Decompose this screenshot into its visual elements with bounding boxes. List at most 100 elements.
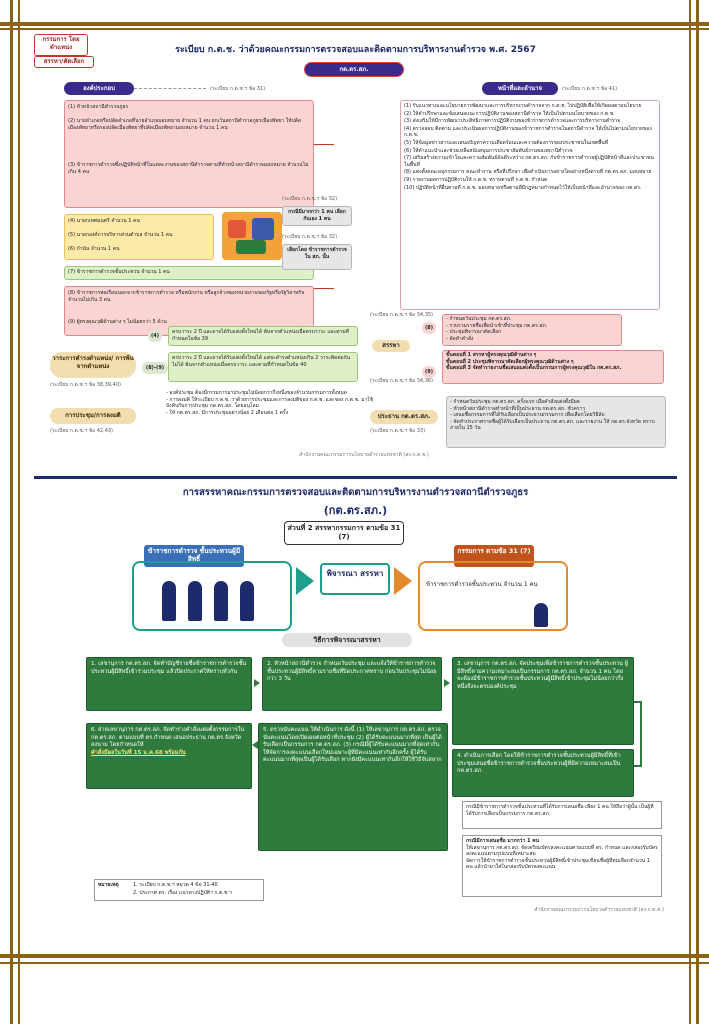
step-3: 3. เลขานุการ กต.ตร.สภ. จัดประชุมเพื่อข้า… (452, 657, 634, 745)
member-6: (6) กำนัน จำนวน 1 คน (68, 246, 120, 252)
duties-list: (1) รับแนวทางและนโยบายการพัฒนาและการบริห… (404, 103, 658, 191)
recruit-label: สรรหา (372, 340, 410, 352)
frame-line (0, 22, 709, 26)
bottom-title-2: (กต.ตร.สภ.) (323, 504, 388, 517)
left-ref: (ระเบียบ ก.ต.ช.ฯ ข้อ 31) (210, 86, 266, 92)
remarks-box: หมายเหตุ 1. ระเบียบ ก.ต.ช.ฯ หมวด 4 ข้อ 3… (94, 879, 264, 901)
chair-line: - จัดทำประกาศรายชื่อผู้ได้รับเลือกเป็นปร… (450, 418, 655, 432)
connector (314, 288, 334, 289)
duty-item: (10) ปฏิบัติหน้าที่อื่นตามที่ ก.ต.ช. มอบ… (404, 184, 642, 191)
step-2: 2. หัวหน้าสถานีตำรวจ กำหนดวันประชุม และแ… (262, 657, 442, 711)
member-4: (4) นายกเทศมนตรี จำนวน 1 คน (68, 218, 140, 224)
note-b-line: จัดการให้ข้าราชการตำรวจชั้นประทวนผู้มีสิ… (466, 857, 650, 871)
remark-label: หมายเหตุ (98, 882, 119, 888)
frame-line (689, 0, 691, 1024)
term-ref: (ระเบียบ ก.ต.ช.ฯ ข้อ 38,39,40) (50, 382, 121, 388)
duty-item: (7) เสริมสร้างความเข้าใจและความสัมพันธ์อ… (404, 155, 654, 168)
committee-label: กรรมการ โดยตำแหน่ง (34, 34, 88, 56)
chair-line: - กำหนดวันประชุม กต.ตร.สภ. ครั้งแรก เมื่… (450, 399, 580, 405)
recruit-ref-2: (ระเบียบ ก.ต.ช.ฯ ข้อ 34,36) (370, 378, 434, 384)
term-a-tag: (4) (148, 330, 162, 342)
bottom-footer: สำนักงานคณะกรรมการนโยบายตำรวจแห่งชาติ (ส… (534, 907, 664, 913)
recruit-9-box: ขั้นตอนที่ 1 สรรหาผู้ทรงคุณวุฒิด้านต่าง … (442, 350, 664, 384)
members-group-b (64, 214, 214, 260)
chair-box: - กำหนดวันประชุม กต.ตร.สภ. ครั้งแรก เมื่… (446, 396, 666, 448)
recruit-8-line: - จัดทำคำสั่ง (446, 335, 474, 342)
duties-box (400, 100, 660, 310)
note-b: กรณีมีการเสนอชื่อ มากกว่า 1 คน ให้เลขานุ… (462, 835, 662, 897)
meeting-line: - องค์ประชุม ต้องมีกรรมการมาประชุมไม่น้อ… (166, 390, 348, 396)
police-officers-icon (154, 575, 264, 623)
meeting-line: - การลงมติ ให้ระเบียบ ก.ต.ช. ว่าด้วยการป… (166, 396, 374, 410)
top-footer: สำนักงานคณะกรรมการนโยบายตำรวจแห่งชาติ (ส… (299, 452, 429, 458)
arrow-left-icon (252, 741, 258, 749)
duty-item: (3) ส่งเสริมให้มีการพัฒนาประสิทธิภาพการป… (404, 118, 621, 125)
remark-line: 2. ประกาศ ตร. เรื่อง แนวทางปฏิบัติฯ ก.ต.… (133, 890, 232, 896)
right-tag: หน้าที่และอำนาจ (482, 82, 558, 95)
recruit-ref: (ระเบียบ ก.ต.ช.ฯ ข้อ 34,35) (370, 312, 434, 318)
member-5: (5) นายกองค์การบริหารส่วนตำบล จำนวน 1 คน (68, 232, 173, 238)
member-9: (9) ผู้ทรงคุณวุฒิด้านต่าง ๆ ไม่น้อยกว่า … (68, 319, 167, 325)
member-3: (3) ข้าราชการตำรวจซึ่งปฏิบัติหน้าที่ในแต… (68, 162, 309, 175)
chair-line: - เสนอชื่อกรรมการที่ได้รับเลือกเป็นประธา… (450, 412, 605, 419)
duty-item: (1) รับแนวทางและนโยบายการพัฒนาและการบริห… (404, 103, 642, 109)
meeting-line: - ให้ กต.ตร.สภ. มีการประชุมอย่างน้อย 2 เ… (166, 409, 289, 416)
right-desc: ข้าราชการตำรวจชั้นประทวน จำนวน 1 คน (426, 581, 538, 588)
top-infographic: ระเบียบ ก.ต.ช. ว่าด้วยคณะกรรมการตรวจสอบแ… (34, 34, 677, 464)
duty-item: (4) ตรวจสอบ ติดตาม และประเมินผลการปฏิบัต… (404, 125, 652, 139)
recruit-8-line: - กำหนดวันประชุม กต.ตร.สภ. (446, 316, 512, 322)
frame-line (0, 28, 709, 30)
connector (634, 701, 642, 767)
method-label: วิธีการพิจารณาสรรหา (282, 633, 412, 647)
step-4: 4. ดำเนินการเลือก โดยให้ข้าราชการตำรวจชั… (452, 749, 634, 797)
bottom-infographic: การสรรหาคณะกรรมการตรวจสอบและติดตามการบริ… (34, 476, 677, 916)
step-6: 6. ฝ่ายเลขานุการ กต.ตร.สภ. จัดทำร่างคำสั… (86, 723, 252, 789)
duty-item: (2) ให้คำปรึกษาและข้อเสนอแนะการปฏิบัติงา… (404, 110, 615, 117)
meeting-label: การประชุม/การลงมติ (50, 408, 136, 424)
right-ref: (ระเบียบ ก.ต.ช.ฯ ข้อ 41) (562, 86, 618, 92)
meeting-list: - องค์ประชุม ต้องมีกรรมการมาประชุมไม่น้อ… (166, 390, 376, 416)
term-a-text: ครบวาระ 2 ปี และอาจได้รับแต่งตั้งใหม่ได้… (168, 326, 358, 346)
remark-line: 1. ระเบียบ ก.ต.ช.ฯ หมวด 4 ข้อ 31-40 (133, 882, 218, 888)
frame-line (18, 0, 20, 1024)
term-b-tag: (8)-(9) (142, 362, 168, 374)
select-label: สรรหา/คัดเลือก (34, 56, 94, 68)
term-label: วาระการดำรงตำแหน่ง/ การพ้นจากตำแหน่ง (50, 352, 136, 378)
bottom-title-1: การสรรหาคณะกรรมการตรวจสอบและติดตามการบริ… (182, 487, 529, 498)
arrow-right-icon (254, 679, 260, 687)
member-1: (1) หัวหน้าสถานีตำรวจภูธร (68, 104, 129, 110)
mid-ref-1: (ระเบียบ ก.ต.ช.ฯ ข้อ 32) (282, 196, 338, 202)
step-1: 1. เลขานุการ กต.ตร.สภ. จัดทำบัญชีรายชื่อ… (86, 657, 252, 711)
member-2: (2) นายอำเภอหรือปลัดอำเภอที่นายอำเภอมอบห… (68, 118, 301, 131)
duty-item: (9) รายงานผลการปฏิบัติงานให้ ก.ต.ช. ทราบ… (404, 176, 548, 183)
divider (134, 88, 206, 89)
note-a: กรณีมีข้าราชการตำรวจชั้นประทวนที่ได้รับก… (462, 801, 662, 829)
recruit-8-box: - กำหนดวันประชุม กต.ตร.สภ. - รวบรวมรายชื… (442, 314, 622, 346)
note-b-line: ให้เลขานุการ กต.ตร.สภ. จัดเตรียมบัตรลงคะ… (466, 844, 658, 858)
top-title: ระเบียบ ก.ต.ช. ว่าด้วยคณะกรรมการตรวจสอบแ… (175, 45, 536, 55)
member-8: (8) ข้าราชการพลเรือนนอกจากข้าราชการตำรวจ… (68, 290, 305, 303)
recruit-tag-9: (9) (422, 366, 436, 378)
recruit-9-line: ขั้นตอนที่ 2 ประชุมพิจารณาคัดเลือกผู้ทรง… (446, 358, 574, 365)
recruit-9-line: ขั้นตอนที่ 3 จัดทำรายงานชื่อเสนอแต่งตั้ง… (446, 365, 622, 372)
chair-label: ประธาน กต.ตร.สภ. (370, 410, 438, 424)
police-officer-icon (534, 603, 548, 627)
frame-line (0, 962, 709, 964)
chair-ref: (ระเบียบ ก.ต.ช.ฯ ข้อ 33) (370, 428, 426, 434)
members-group-a (64, 100, 314, 208)
connector (314, 144, 334, 145)
arrow-icon (296, 567, 314, 595)
arrow-icon (394, 567, 412, 595)
mid-note-1: กรณีมีมากกว่า 1 คน เลือกกันเอง 1 คน (282, 206, 352, 226)
mid-note-2: เลือกโดย ข้าราชการตำรวจ ใน สภ. นั้น (282, 244, 352, 270)
step-6-text: 6. ฝ่ายเลขานุการ กต.ตร.สภ. จัดทำร่างคำสั… (91, 727, 245, 749)
recruit-8-line: - รวบรวมรายชื่อเพื่อนำเข้าที่ประชุม กต.ต… (446, 322, 548, 329)
frame-line (0, 954, 709, 958)
right-panel (418, 561, 568, 631)
recruit-8-line: - ประชุมพิจารณาคัดเลือก (446, 329, 502, 336)
frame-line (696, 0, 699, 1024)
left-tag: องค์ประกอบ (64, 82, 134, 95)
note-b-title: กรณีมีการเสนอชื่อ มากกว่า 1 คน (466, 838, 539, 844)
chair-line: - หัวหน้าสถานีตำรวจทำหน้าที่เป็นประธาน ก… (450, 405, 586, 412)
step-5: 5. ตรวจนับคะแนน ให้ดำเนินการ ดังนี้ (1) … (258, 723, 448, 851)
